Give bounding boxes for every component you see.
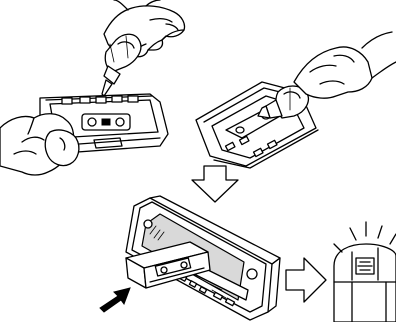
result-step <box>334 222 396 322</box>
display-icon <box>334 222 396 322</box>
insert-cassette-step <box>100 196 280 320</box>
hand-icon <box>0 114 79 175</box>
down-arrow-icon <box>192 166 238 202</box>
cleaning-cassette-step-2 <box>196 32 396 168</box>
insert-arrow-icon <box>100 288 130 312</box>
right-arrow-icon <box>286 258 326 302</box>
cleaning-cassette-step-1 <box>0 0 185 175</box>
hand-icon <box>294 32 396 98</box>
